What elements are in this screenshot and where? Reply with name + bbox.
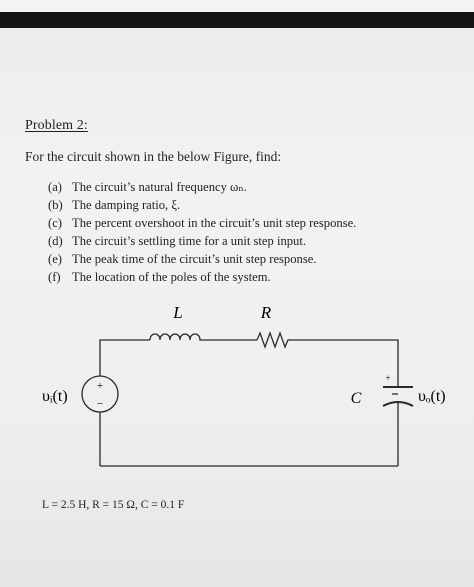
- rlc-circuit-diagram: L R C + − + υᵢ(t) υₒ(t): [42, 303, 446, 467]
- task-label: (a): [48, 180, 62, 194]
- task-label: (e): [48, 252, 62, 266]
- task-item: (d) The circuit’s settling time for a uni…: [48, 232, 356, 250]
- source-voltage-label: υᵢ(t): [42, 388, 68, 405]
- inductor-label: L: [172, 303, 182, 322]
- task-text: The percent overshoot in the circuit’s u…: [72, 216, 357, 230]
- top-strip: [0, 0, 474, 12]
- task-text: The damping ratio, ξ.: [72, 198, 181, 212]
- task-list: (a) The circuit’s natural frequency ωₙ. (…: [48, 178, 356, 286]
- task-text: The circuit’s natural frequency ωₙ.: [72, 180, 247, 194]
- wire-top-left: [99, 339, 150, 376]
- wire-top-right: [291, 339, 399, 387]
- voltage-source-symbol: [81, 375, 119, 413]
- task-label: (f): [48, 270, 61, 284]
- output-voltage-label: υₒ(t): [418, 388, 446, 405]
- task-item: (a) The circuit’s natural frequency ωₙ.: [48, 178, 356, 196]
- resistor-symbol: [253, 331, 291, 349]
- source-minus-sign: −: [97, 398, 103, 410]
- task-item: (b) The damping ratio, ξ.: [48, 196, 356, 214]
- component-values: L = 2.5 H, R = 15 Ω, C = 0.1 F: [42, 499, 185, 511]
- task-label: (d): [48, 234, 63, 248]
- problem-intro: For the circuit shown in the below Figur…: [25, 149, 282, 164]
- top-black-bar: [0, 12, 474, 28]
- inductor-symbol: [149, 333, 207, 341]
- task-label: (b): [48, 198, 63, 212]
- task-label: (c): [48, 216, 62, 230]
- task-text: The location of the poles of the system.: [72, 270, 271, 284]
- task-text: The circuit’s settling time for a unit s…: [72, 234, 306, 248]
- problem-title: Problem 2:: [25, 118, 88, 133]
- task-item: (f) The location of the poles of the syst…: [48, 268, 356, 286]
- capacitor-symbol: [382, 386, 414, 407]
- task-item: (e) The peak time of the circuit’s unit s…: [48, 250, 356, 268]
- capacitor-label: C: [351, 390, 362, 407]
- source-plus-sign: +: [97, 380, 103, 392]
- capacitor-plus-sign: +: [385, 373, 390, 383]
- task-text: The peak time of the circuit’s unit step…: [72, 252, 317, 266]
- task-item: (c) The percent overshoot in the circuit’…: [48, 214, 356, 232]
- resistor-label: R: [260, 303, 272, 322]
